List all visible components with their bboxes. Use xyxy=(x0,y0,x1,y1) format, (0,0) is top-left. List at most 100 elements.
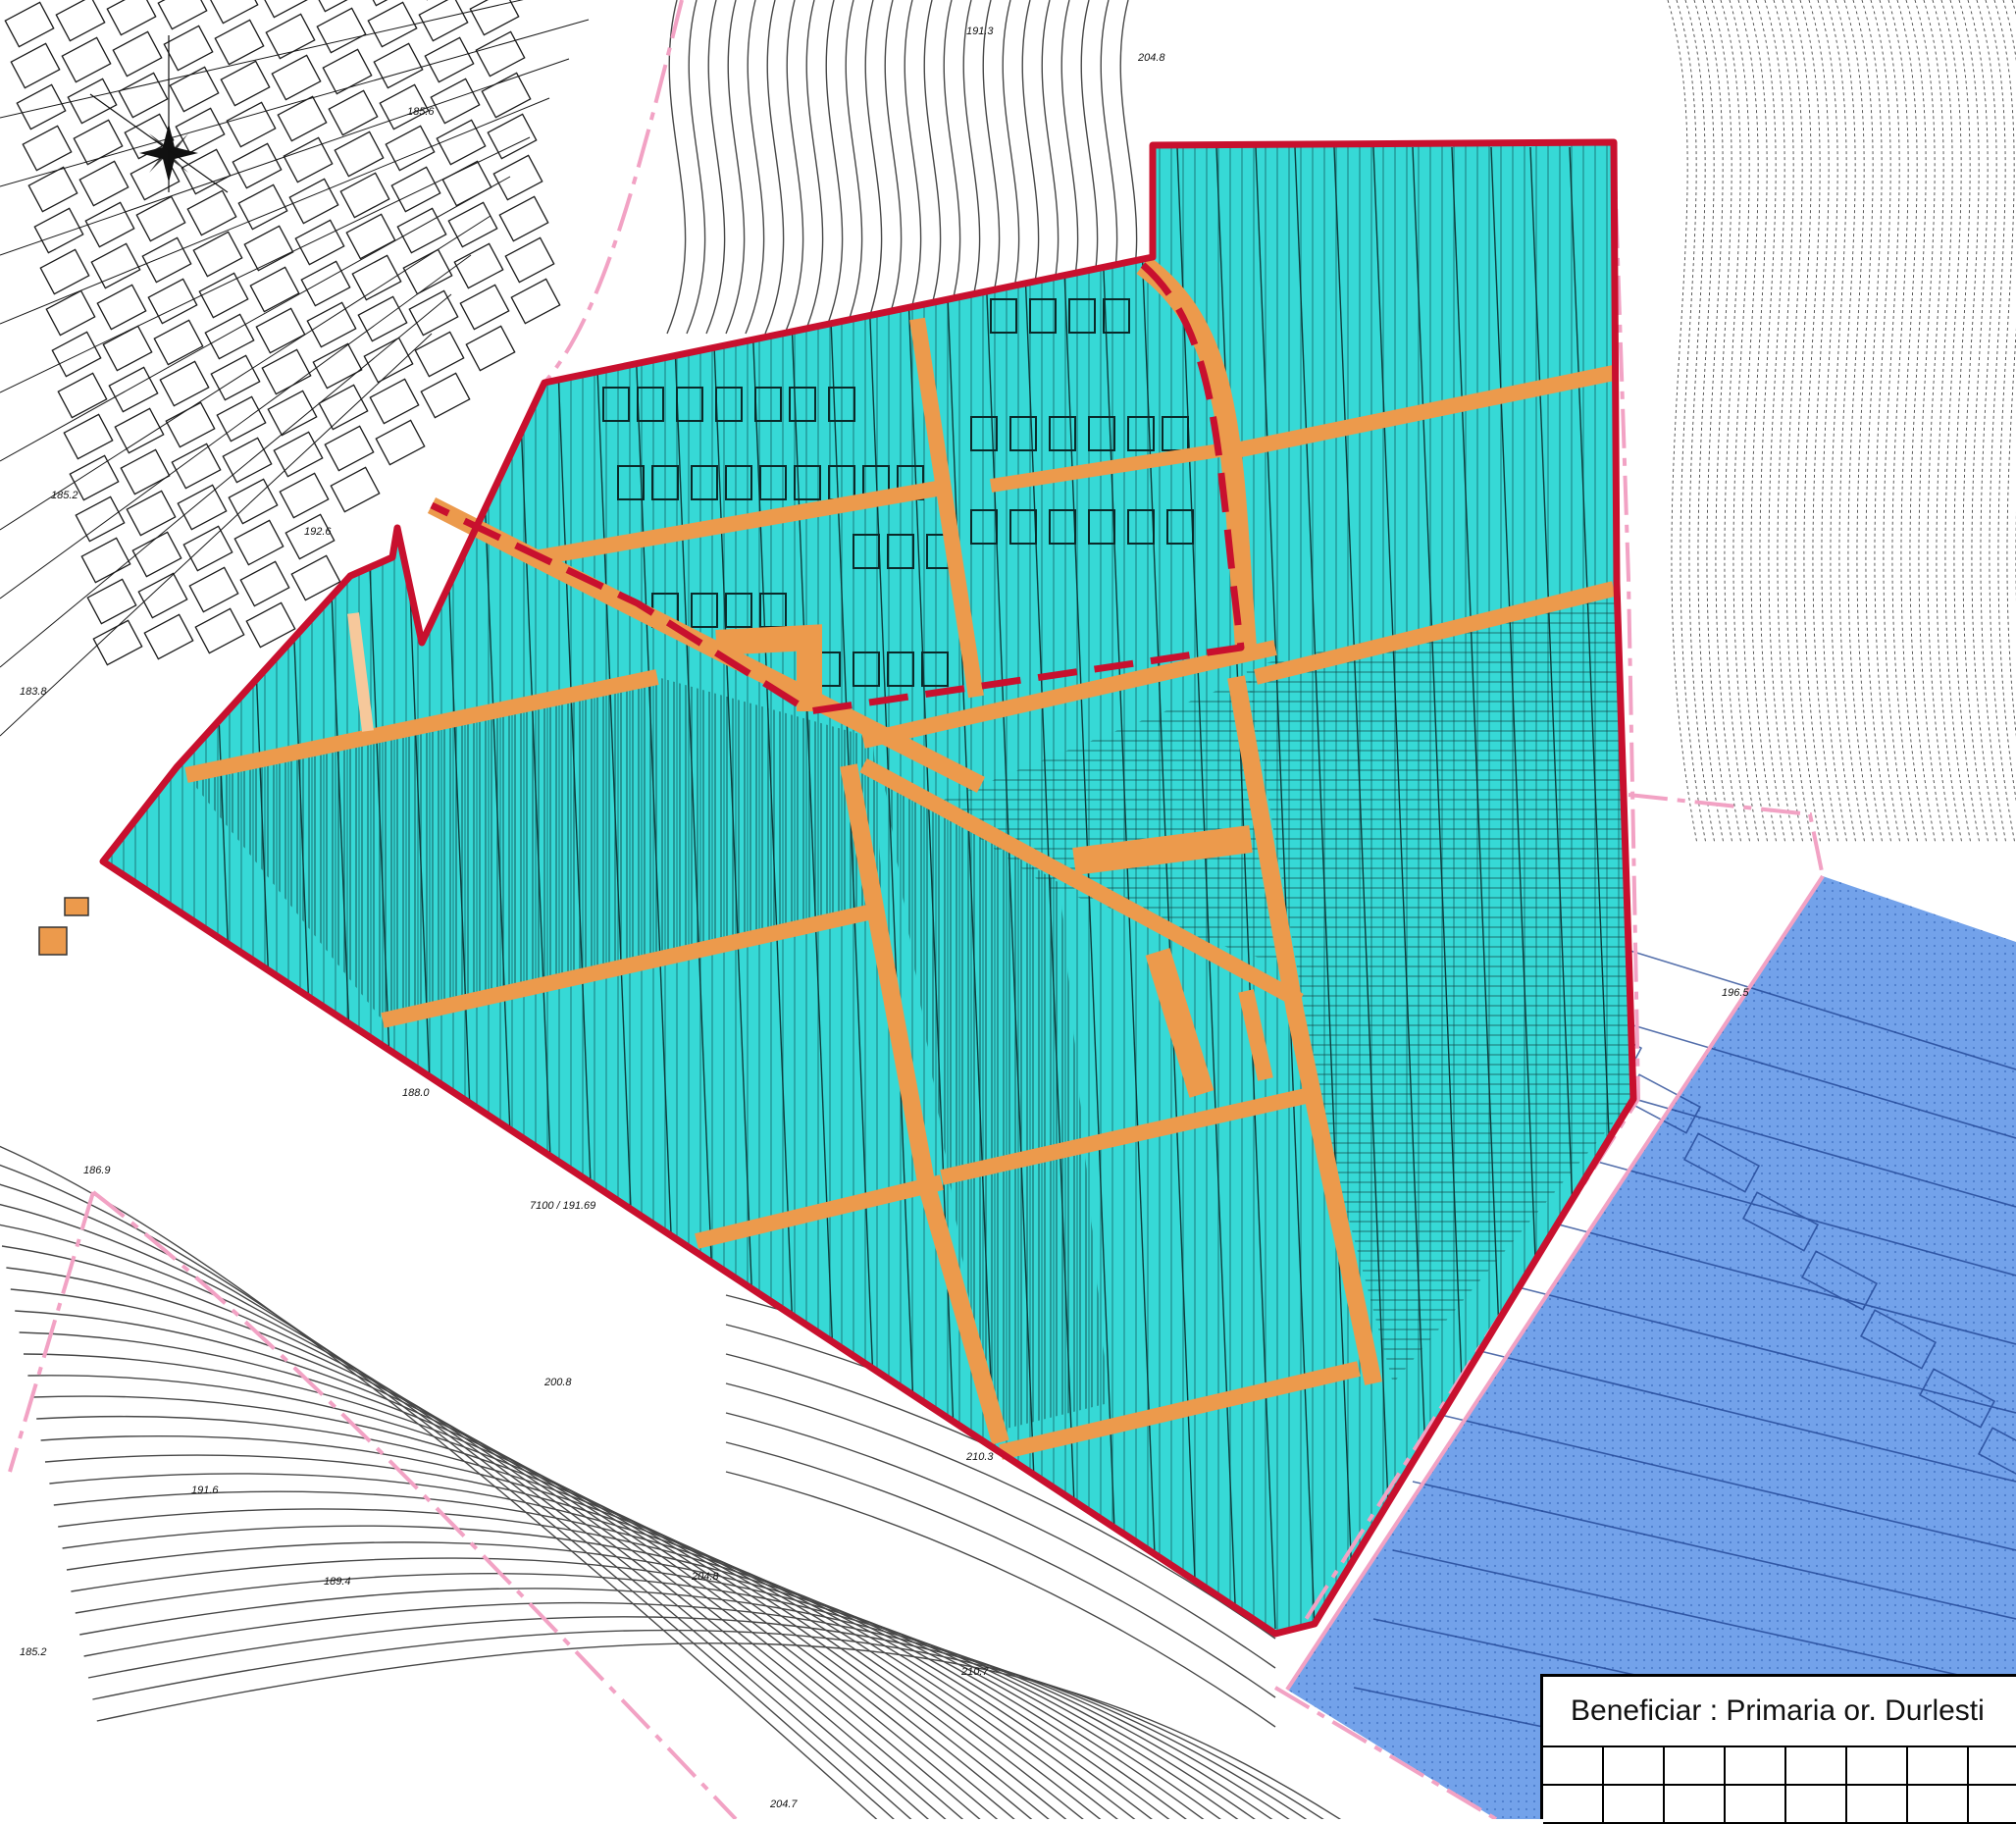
building-footprint xyxy=(414,331,465,378)
parcel-divider xyxy=(1176,146,1237,1630)
building-footprint xyxy=(318,384,369,431)
building-footprint xyxy=(396,207,447,254)
building-footprint xyxy=(126,490,177,537)
elevation-label: 210.3 xyxy=(965,1451,994,1463)
zone-line xyxy=(1431,1412,2016,1551)
elevation-label: 188.0 xyxy=(402,1087,430,1099)
building-footprint xyxy=(373,42,424,89)
contour-line xyxy=(44,1454,1136,1819)
contour-line xyxy=(1720,0,1751,845)
lot-line xyxy=(0,254,472,599)
contour-line xyxy=(823,0,844,335)
contour-line xyxy=(0,1224,947,1819)
contour-line xyxy=(31,1395,1084,1819)
building-footprint xyxy=(1682,1132,1761,1193)
elevation-label: 185.2 xyxy=(20,1646,47,1658)
building-footprint xyxy=(1977,1427,2016,1487)
building-footprint xyxy=(271,54,322,101)
contour-line xyxy=(1843,0,1875,845)
grid-cell xyxy=(1665,1786,1726,1822)
contour-line xyxy=(725,0,746,335)
contour-line xyxy=(921,0,942,335)
contour-line xyxy=(725,1471,1276,1728)
building-footprint xyxy=(27,166,78,213)
contour-line xyxy=(40,1434,1118,1819)
contour-line xyxy=(1764,0,1795,845)
building-footprint xyxy=(369,378,420,425)
elevation-label: 191.6 xyxy=(191,1485,219,1496)
grid-cell xyxy=(1604,1747,1665,1784)
building-footprint xyxy=(39,248,90,295)
title-block: Beneficiar : Primaria or. Durlesti xyxy=(1540,1674,2016,1824)
building-footprint xyxy=(290,554,341,601)
building-footprint xyxy=(475,30,526,78)
house-footprint xyxy=(759,465,787,500)
building-footprint xyxy=(102,325,153,372)
building-footprint xyxy=(328,89,379,136)
building-footprint xyxy=(424,36,475,83)
contour-line xyxy=(1737,0,1769,845)
building-footprint xyxy=(498,195,549,242)
building-footprint xyxy=(1918,1368,1996,1429)
contour-line xyxy=(0,1145,878,1819)
house-footprint xyxy=(970,416,998,451)
building-footprint xyxy=(181,148,232,195)
contour-line xyxy=(686,0,706,335)
building-footprint xyxy=(22,125,73,172)
building-footprint xyxy=(334,130,385,178)
contour-line xyxy=(1985,0,2016,845)
building-footprint xyxy=(86,578,137,625)
contour-line xyxy=(1958,0,1990,845)
contour-line xyxy=(1940,0,1972,845)
contour-line xyxy=(0,1164,895,1819)
building-footprint xyxy=(55,0,106,42)
house-footprint xyxy=(602,387,630,422)
contour-line xyxy=(92,1629,1324,1819)
building-footprint xyxy=(233,519,284,566)
contour-line xyxy=(71,1557,1239,1819)
building-footprint xyxy=(1859,1309,1938,1370)
building-footprint xyxy=(322,48,373,95)
house-footprint xyxy=(970,509,998,545)
building-footprint xyxy=(222,437,273,484)
building-footprint xyxy=(208,0,259,25)
contour-line xyxy=(1905,0,1937,845)
lot-line xyxy=(0,215,491,531)
grid-cell xyxy=(1726,1786,1786,1822)
lot-line xyxy=(0,97,550,325)
house-footprint xyxy=(637,387,664,422)
contour-line xyxy=(1835,0,1866,845)
building-footprint xyxy=(469,0,520,36)
elevation-label: 204.8 xyxy=(1137,52,1165,64)
house-footprint xyxy=(789,387,816,422)
contour-line xyxy=(1693,0,1725,845)
building-footprint xyxy=(279,472,330,519)
building-footprint xyxy=(273,431,324,478)
building-footprint xyxy=(159,360,210,407)
house-footprint xyxy=(1068,298,1096,334)
contour-line xyxy=(862,0,883,335)
building-footprint xyxy=(288,178,339,225)
building-footprint xyxy=(108,366,159,413)
building-footprint xyxy=(69,454,120,501)
contour-line xyxy=(1932,0,1963,845)
elevation-label: 185.6 xyxy=(407,106,435,118)
building-footprint xyxy=(1741,1191,1820,1252)
house-footprint xyxy=(853,651,880,687)
building-footprint xyxy=(177,484,228,531)
zone-line xyxy=(1471,1275,2016,1414)
building-footprint xyxy=(379,83,430,130)
building-footprint xyxy=(226,101,277,148)
elevation-label: 186.9 xyxy=(83,1165,111,1176)
contour-line xyxy=(2002,0,2016,737)
contour-line xyxy=(745,0,765,335)
building-footprint xyxy=(210,354,261,401)
contour-line xyxy=(36,1415,1102,1819)
house-footprint xyxy=(990,298,1017,334)
building-footprint xyxy=(169,66,220,113)
building-footprint xyxy=(114,407,165,454)
grid-cell xyxy=(1665,1747,1726,1784)
parcel-divider xyxy=(902,146,962,1630)
